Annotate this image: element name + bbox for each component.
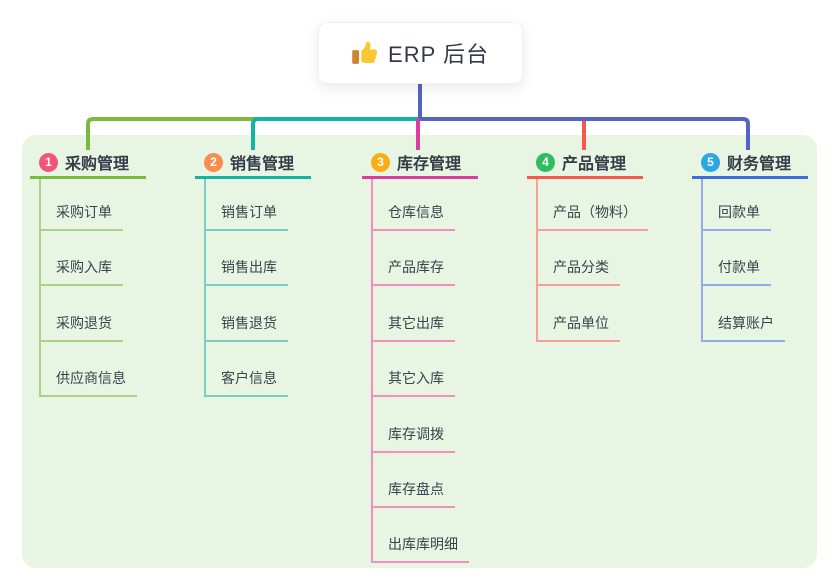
leaf-node[interactable]: 销售订单 [204,199,288,231]
leaf-node[interactable]: 其它入库 [371,365,455,397]
branch-badge-1: 1 [39,152,58,172]
leaf-node[interactable]: 出库库明细 [371,531,469,563]
branch-child-line-5 [701,179,703,342]
leaf-node[interactable]: 其它出库 [371,310,455,342]
leaf-node[interactable]: 产品分类 [536,254,620,286]
branch-child-line-2 [204,179,206,397]
leaf-node[interactable]: 销售出库 [204,254,288,286]
root-node[interactable]: ERP 后台 [318,22,523,84]
leaf-node[interactable]: 仓库信息 [371,199,455,231]
branch-badge-2: 2 [204,152,223,172]
leaf-node[interactable]: 客户信息 [204,365,288,397]
branch-child-line-1 [39,179,41,397]
branch-child-line-4 [536,179,538,342]
leaf-node[interactable]: 库存盘点 [371,476,455,508]
branch-title-3[interactable]: 3 库存管理 [362,148,478,179]
branch-title-label: 库存管理 [397,156,462,173]
leaf-node[interactable]: 结算账户 [701,310,785,342]
branch-title-4[interactable]: 4 产品管理 [527,148,643,179]
branch-badge-3: 3 [371,152,390,172]
leaf-node[interactable]: 采购订单 [39,199,123,231]
branch-title-5[interactable]: 5 财务管理 [692,148,808,179]
branch-title-1[interactable]: 1 采购管理 [30,148,146,179]
thumbs-up-icon [352,41,378,64]
branch-title-label: 产品管理 [562,156,627,173]
leaf-node[interactable]: 销售退货 [204,310,288,342]
leaf-node[interactable]: 采购入库 [39,254,123,286]
branch-title-2[interactable]: 2 销售管理 [195,148,311,179]
root-title: ERP 后台 [388,42,489,67]
leaf-node[interactable]: 产品（物料） [536,199,648,231]
leaf-node[interactable]: 库存调拨 [371,421,455,453]
leaf-node[interactable]: 产品单位 [536,310,620,342]
leaf-node[interactable]: 产品库存 [371,254,455,286]
leaf-node[interactable]: 回款单 [701,199,771,231]
branch-badge-5: 5 [701,152,720,172]
branch-title-label: 销售管理 [230,156,295,173]
branch-badge-4: 4 [536,152,555,172]
branch-title-label: 采购管理 [65,156,130,173]
leaf-node[interactable]: 付款单 [701,254,771,286]
branch-title-label: 财务管理 [727,156,792,173]
leaf-node[interactable]: 供应商信息 [39,365,137,397]
branch-child-line-3 [371,179,373,563]
leaf-node[interactable]: 采购退货 [39,310,123,342]
branches-panel [22,135,817,568]
